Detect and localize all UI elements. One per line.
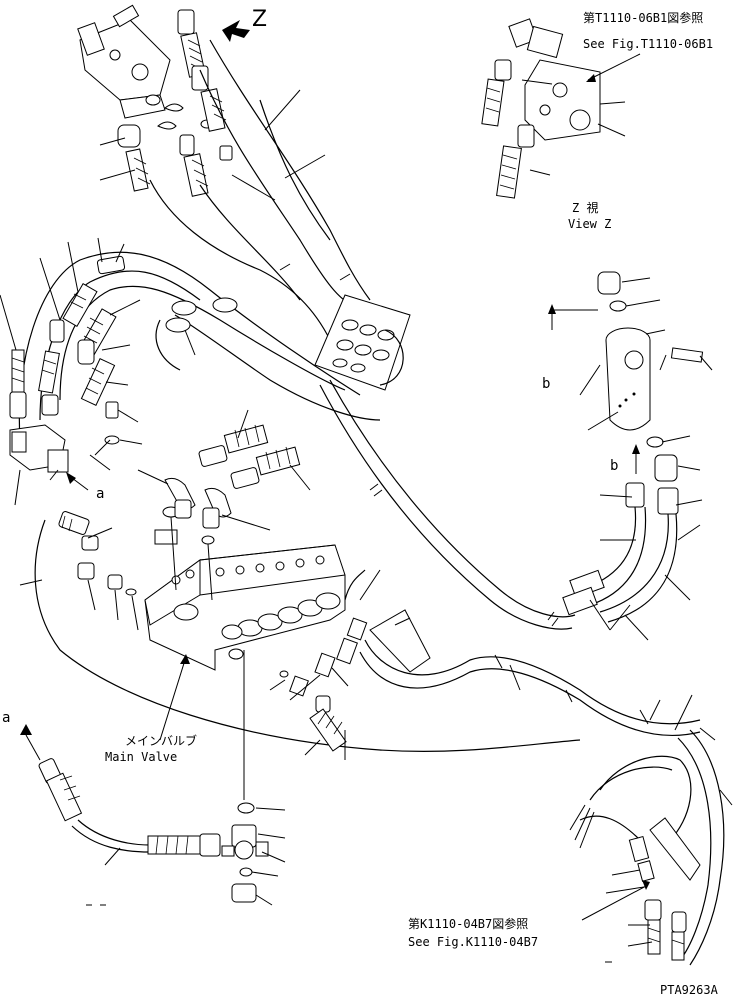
leaders-left: [0, 237, 196, 445]
bottom-right-harness: 第K1110-04B7図参照 See Fig.K1110-04B7: [408, 729, 733, 966]
arrow-a-mid-label: a: [96, 486, 104, 502]
drawing-number: PTA9263A: [660, 983, 719, 997]
valve-elbows: [137, 409, 311, 531]
view-z-jp: Z 視: [572, 200, 598, 215]
bottom-left-hose: a: [2, 710, 221, 906]
top-hose-set: [117, 9, 233, 197]
main-valve-en: Main Valve: [105, 750, 177, 764]
left-valve-fittings: [19, 511, 581, 752]
view-z-en: View Z: [568, 217, 611, 231]
bottom-fitting-stack: [221, 650, 286, 906]
ref-top-en: See Fig.T1110-06B1: [583, 37, 713, 51]
ref-top-jp: 第T1110-06B1図参照: [583, 10, 703, 25]
arrow-a-left-label: a: [2, 710, 10, 726]
arrow-b-upper-label: b: [542, 376, 550, 392]
view-letter-label: Z: [252, 7, 267, 32]
main-valve: メインバルブ Main Valve: [105, 506, 346, 764]
view-z-detail: 第T1110-06B1図参照 See Fig.T1110-06B1 Z 視 Vi…: [481, 10, 713, 231]
hose-clamp-block: [314, 294, 411, 391]
top-hose-runs: [149, 39, 371, 341]
valve-right-fittings: [269, 569, 716, 760]
valve-spools: [171, 555, 341, 660]
ref-bottom-jp: 第K1110-04B7図参照: [408, 916, 528, 931]
arrow-b-lower-label: b: [610, 458, 618, 474]
top-valve-block: [77, 4, 214, 130]
right-hoses: [562, 482, 703, 641]
bracket-a: a: [9, 401, 120, 506]
left-hose-bundle: [9, 251, 381, 441]
ref-bottom-en: See Fig.K1110-04B7: [408, 935, 538, 949]
long-return-hoses: [319, 379, 576, 630]
view-z-arrow: Z: [222, 7, 267, 42]
main-valve-jp: メインバルブ: [125, 733, 197, 748]
leaders-top: [99, 89, 326, 201]
swivel-assembly: b b: [542, 271, 713, 482]
